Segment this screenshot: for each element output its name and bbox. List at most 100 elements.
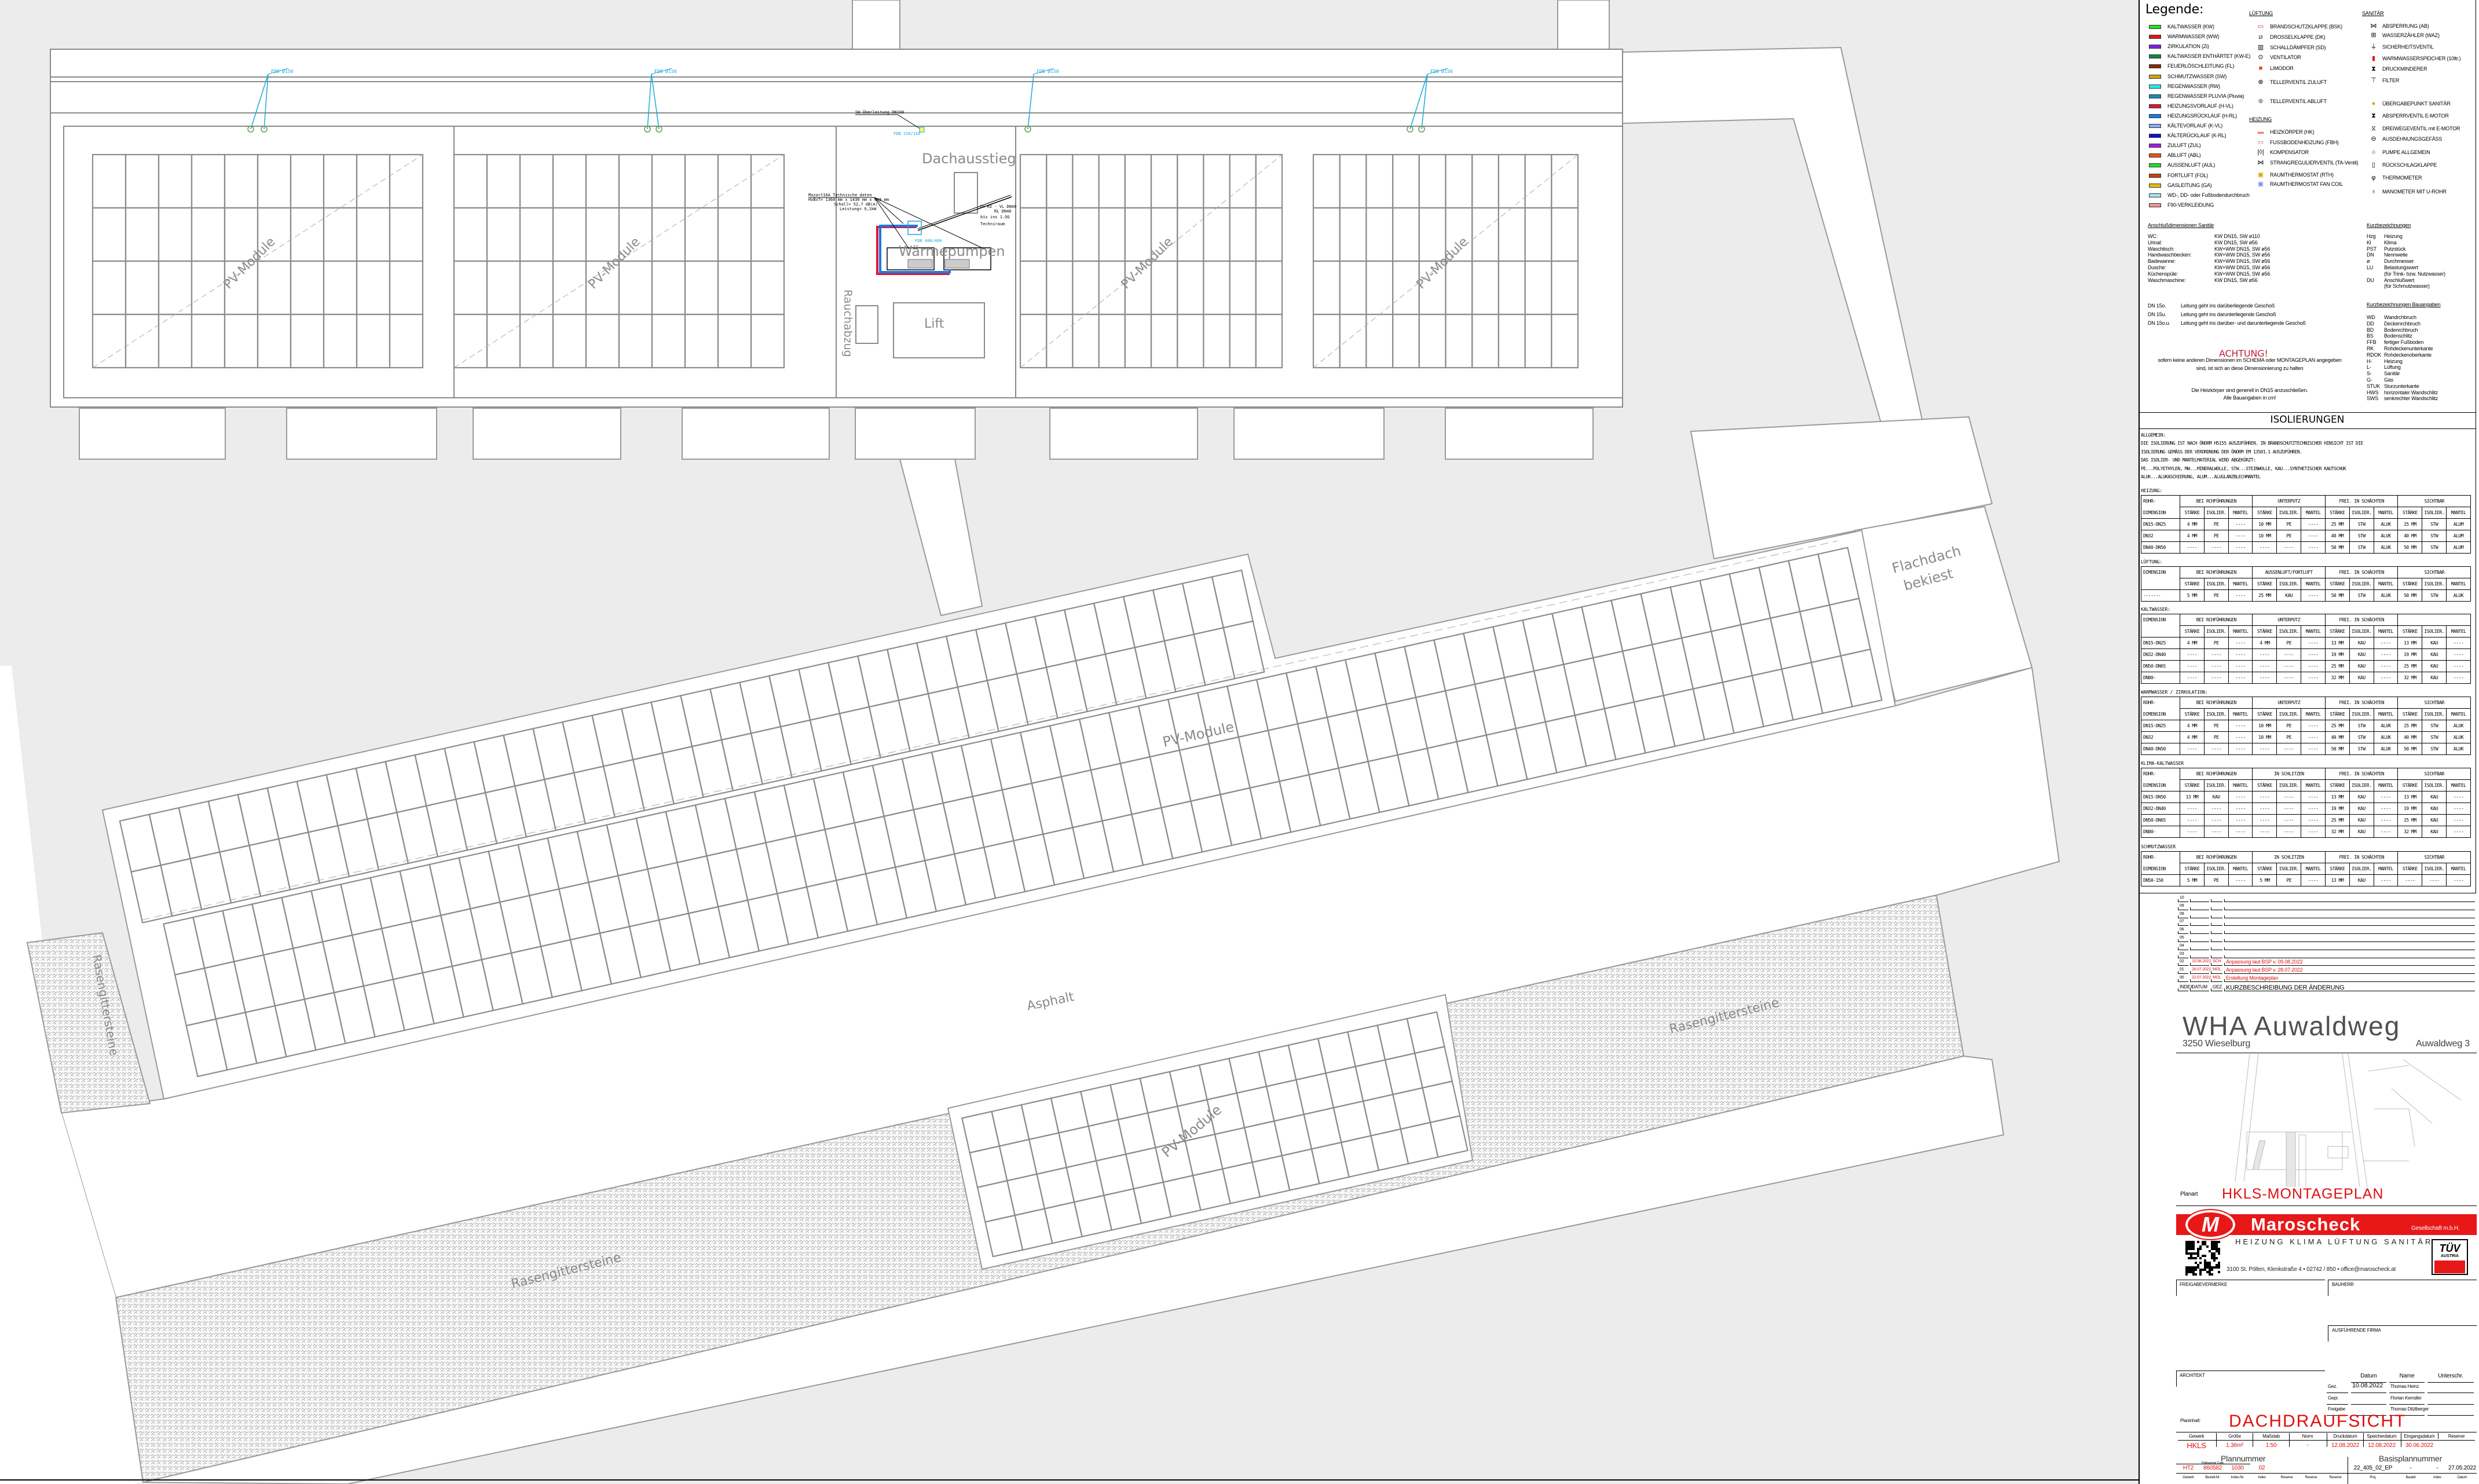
signature-field[interactable]: [2427, 1384, 2474, 1393]
bau-abbrev-code: S-: [2367, 371, 2372, 377]
legend-swatch-icon: [2149, 193, 2161, 197]
table-cell: STW: [2349, 589, 2374, 602]
table-cell: 4 MM: [2180, 518, 2205, 530]
revision-tick: [2190, 955, 2191, 958]
building-bay: [1445, 408, 1594, 460]
table-cell: STW: [2349, 743, 2374, 755]
legend-pipe-label: FEUERLÖSCHLEITUNG (FL): [2167, 63, 2235, 69]
fixture-name: Waschmaschine:: [2148, 277, 2186, 283]
table-cell: 13 MM: [2324, 874, 2350, 886]
revision-tick: [2224, 939, 2225, 942]
table-cell: ALUK: [2373, 541, 2399, 554]
table-cell: KAU: [2349, 672, 2374, 684]
abbrev-meaning: Klima: [2384, 239, 2397, 245]
table-cell: DN40-DN50: [2141, 743, 2180, 755]
label-rauchabzug: Rauchabzug: [841, 290, 854, 357]
legend-pipe-label: HEIZUNGSVORLAUF (H-VL): [2167, 102, 2233, 109]
fixture-dimension: KW+WW DN15, SW ø56: [2214, 270, 2271, 277]
signature-line: [2427, 1382, 2474, 1383]
roof-drain-4: FDB Ø150: [1407, 68, 1453, 133]
building-bay: [1233, 408, 1385, 460]
table-cell: 50 MM: [2324, 589, 2350, 602]
table-cell: 5 MM: [2180, 589, 2205, 602]
legend-symbol-label: SCHALLDÄMPFER (SD): [2270, 45, 2326, 50]
check-valve-icon: ▯: [2371, 162, 2376, 168]
sub-header: MANTEL: [2228, 625, 2253, 637]
sub-header: STÄRKE: [2324, 507, 2350, 519]
revision-tick: [2190, 915, 2191, 918]
dn-code: DN 15o.u.: [2148, 320, 2170, 326]
table-cell: ----: [2301, 814, 2326, 826]
table-cell: DN32-DN40: [2141, 803, 2180, 815]
bau-abbrev-code: WD: [2367, 314, 2375, 320]
carport-center-line: [141, 540, 1837, 921]
signature-line: [2427, 1415, 2474, 1416]
legend-symbol-label: BRANDSCHUTZKLAPPE (BSK): [2270, 24, 2342, 30]
revision-tick: [2224, 915, 2225, 918]
table-cell: DN32: [2141, 530, 2180, 542]
fdb-400-label: FDB 400/400: [915, 239, 942, 243]
table-cell: 13 MM: [2397, 791, 2423, 803]
table-cell: ----: [2228, 731, 2253, 743]
sub-header: MANTEL: [2228, 708, 2253, 720]
bau-abbrev-code: RK: [2367, 346, 2374, 351]
fdb-label: FDB Ø150: [654, 68, 677, 74]
group-header: [2397, 614, 2471, 626]
revision-tick: [2224, 947, 2225, 950]
table-cell: KAU: [2349, 874, 2374, 886]
fixture-name: Dusche:: [2148, 265, 2166, 270]
basis-header: Bauteil: [2405, 1476, 2416, 1479]
plannummer-header: Reserve: [2280, 1476, 2293, 1479]
signature-role: Freigabe: [2328, 1406, 2345, 1412]
achtung-text-1: sofern keine anderen Dimensionen im SCHE…: [2158, 357, 2342, 363]
pressure-reducer-icon: ⧗: [2371, 65, 2376, 72]
table-cell: 4 MM: [2252, 637, 2277, 649]
table-cell: STW: [2422, 541, 2447, 554]
sub-header: ISOLIER.: [2422, 779, 2447, 792]
table-cell: KAU: [2349, 803, 2374, 815]
basis-header: Index: [2433, 1476, 2441, 1479]
sub-header: MANTEL: [2228, 578, 2253, 590]
table-cell: PE: [2276, 637, 2302, 649]
revision-line: [2190, 941, 2209, 942]
basis-header: Datum: [2457, 1476, 2467, 1479]
signature-role: Gepr.: [2328, 1395, 2339, 1401]
table-cell: ----: [2180, 814, 2205, 826]
sub-header: STÄRKE: [2180, 779, 2205, 792]
signature-field[interactable]: [2427, 1407, 2474, 1415]
table-cell: 32 MM: [2397, 672, 2423, 684]
legend-symbol-label: PUMPE ALLGEMEIN: [2382, 149, 2430, 155]
water-meter-icon: ⊞: [2371, 32, 2377, 39]
heat-pump-fan-1: [907, 259, 933, 269]
fixture-dimension: KW+WW DN15, SW ø56: [2214, 252, 2271, 258]
legend-pipe-label: KALTWASSER (KW): [2167, 24, 2214, 30]
planinhalt-label: Planinhalt:: [2180, 1418, 2201, 1423]
table-cell: ----: [2228, 648, 2253, 661]
revision-tick: [2190, 907, 2191, 910]
revision-line: [2224, 933, 2475, 935]
table-cell: 25 MM: [2397, 660, 2423, 672]
pv-module: [750, 313, 785, 369]
table-cell: ----: [2446, 637, 2471, 649]
table-cell: ----: [2373, 648, 2399, 661]
plannummer-part: 1030: [2231, 1465, 2244, 1471]
pruefnummer-label: Prüfnummer Code: [2202, 1461, 2224, 1465]
legend-swatch-icon: [2149, 104, 2161, 108]
meta-divider: [2289, 1433, 2290, 1447]
floor-heating-icon: ▭: [2257, 139, 2264, 146]
signature-field[interactable]: [2427, 1396, 2474, 1404]
table-cell: ----: [2301, 589, 2326, 602]
limodor-icon: ■: [2258, 65, 2263, 72]
dim-header: DIMENSION: [2141, 863, 2180, 875]
table-cell: STW: [2422, 731, 2447, 743]
table-cell: KAU: [2349, 791, 2374, 803]
revision-tick: [2224, 979, 2225, 982]
legend-pipe-label: WD-, DD- oder Fußbodendurchbruch: [2167, 192, 2250, 198]
abbrev-code: ø: [2367, 258, 2370, 265]
sub-header: MANTEL: [2373, 863, 2399, 875]
meta-header: Reserve: [2448, 1434, 2465, 1439]
fdb-label: FDB Ø150: [1037, 68, 1059, 74]
table-cell: 40 MM: [2397, 530, 2423, 542]
